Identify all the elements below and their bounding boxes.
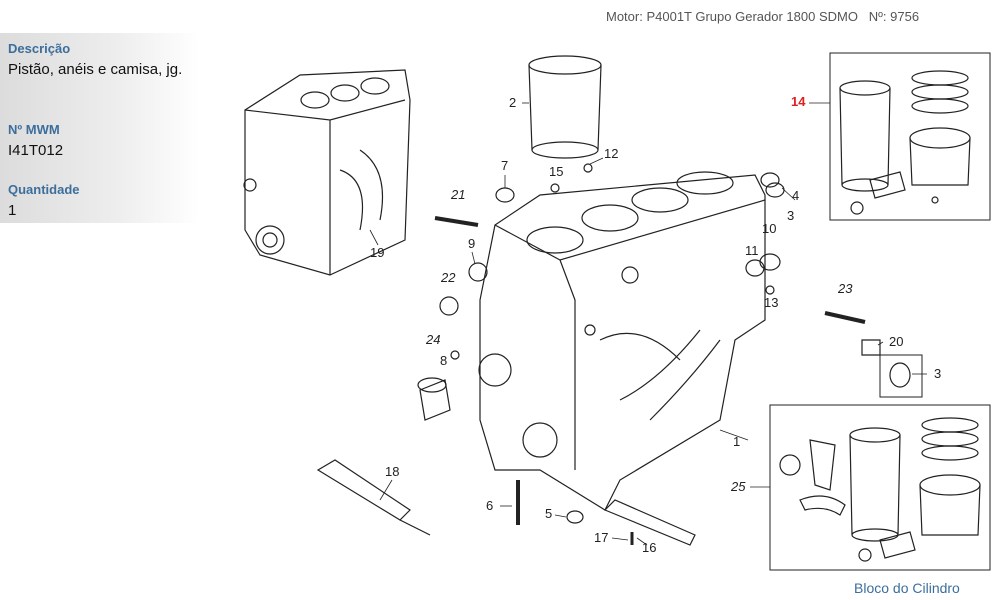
motor-title: Motor: P4001T Grupo Gerador 1800 SDMO (606, 9, 858, 24)
callout-15[interactable]: 15 (549, 164, 564, 179)
kit-box-25 (769, 404, 991, 571)
bushing-box-3 (879, 354, 923, 398)
cylinder-liner-drawing (528, 55, 602, 159)
callout-9[interactable]: 9 (468, 236, 476, 251)
callout-19[interactable]: 19 (370, 245, 385, 260)
callout-8[interactable]: 8 (440, 353, 448, 368)
callout-1[interactable]: 1 (733, 434, 741, 449)
engine-header: Motor: P4001T Grupo Gerador 1800 SDMO Nº… (606, 9, 919, 24)
callout-24[interactable]: 24 (426, 332, 441, 347)
engine-block-small-drawing (243, 69, 411, 276)
callout-17[interactable]: 17 (594, 530, 609, 545)
callout-21[interactable]: 21 (451, 187, 466, 202)
callout-11[interactable]: 11 (745, 243, 759, 258)
callout-3b[interactable]: 3 (934, 366, 942, 381)
piston-kit-14-drawing (839, 70, 971, 215)
description-value: Pistão, anéis e camisa, jg. (8, 61, 183, 78)
diagram-title: Bloco do Cilindro (854, 580, 960, 596)
callout-12[interactable]: 12 (604, 146, 619, 161)
callout-16[interactable]: 16 (642, 540, 657, 555)
callout-leaders (369, 102, 927, 546)
small-parts-drawing (316, 163, 911, 546)
callout-25[interactable]: 25 (731, 479, 746, 494)
callout-18[interactable]: 18 (385, 464, 400, 479)
callout-13[interactable]: 13 (764, 295, 779, 310)
piston-kit-25-drawing (779, 417, 981, 562)
kit-box-14 (829, 52, 991, 221)
mwm-number-label: Nº MWM (8, 122, 60, 137)
mwm-number-value: I41T012 (8, 142, 64, 159)
engine-number: Nº: 9756 (868, 9, 920, 24)
description-label: Descrição (8, 41, 71, 56)
callout-5[interactable]: 5 (545, 506, 553, 521)
callout-22[interactable]: 22 (441, 270, 456, 285)
callout-14-selected[interactable]: 14 (791, 94, 806, 109)
quantity-label: Quantidade (8, 182, 80, 197)
callout-7[interactable]: 7 (501, 158, 509, 173)
part-info-panel: Descrição Pistão, anéis e camisa, jg. Nº… (0, 33, 200, 223)
callout-2[interactable]: 2 (509, 95, 517, 110)
callout-23[interactable]: 23 (838, 281, 853, 296)
callout-3[interactable]: 3 (787, 208, 795, 223)
callout-20[interactable]: 20 (889, 334, 904, 349)
callout-10[interactable]: 10 (762, 221, 777, 236)
quantity-value: 1 (8, 202, 17, 219)
callout-6[interactable]: 6 (486, 498, 494, 513)
callout-4[interactable]: 4 (792, 188, 800, 203)
cylinder-block-drawing (478, 171, 766, 511)
